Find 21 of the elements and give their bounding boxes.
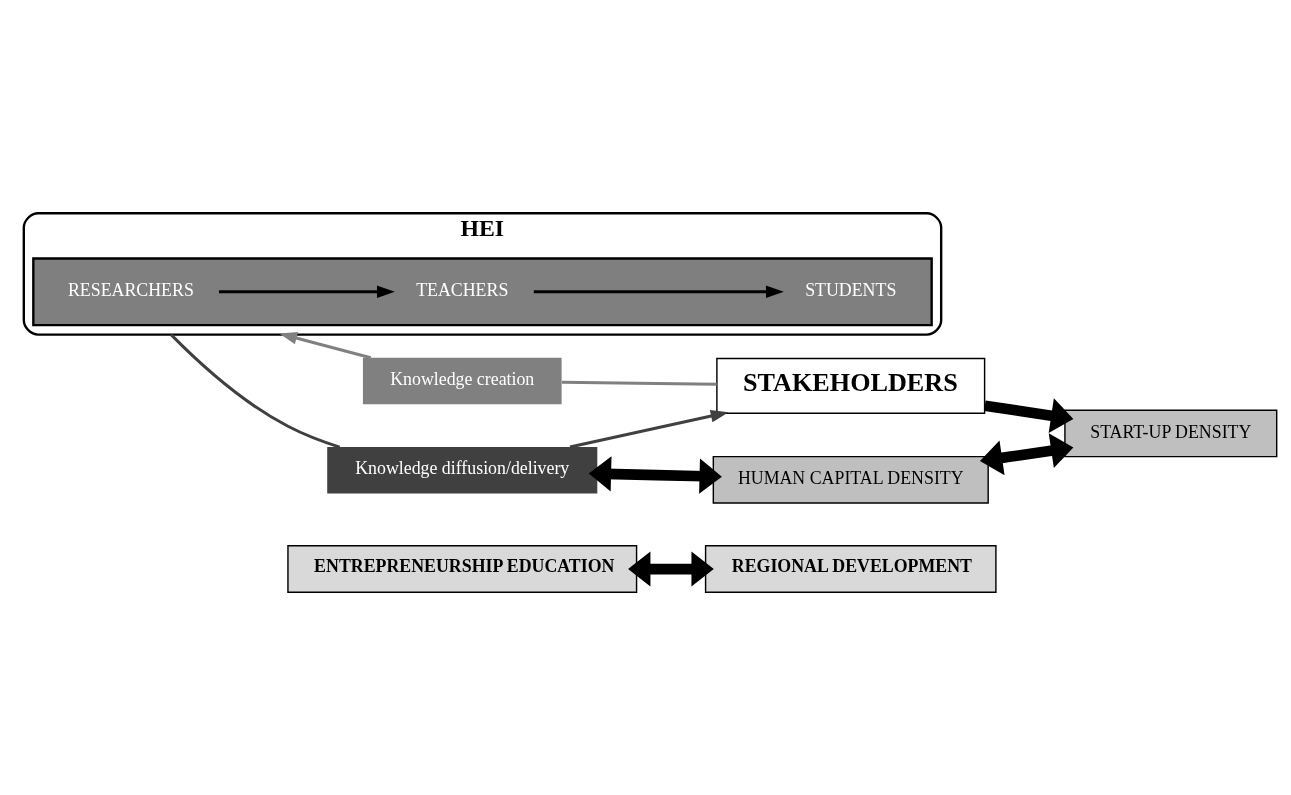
node-box: ENTREPRENEURSHIP EDUCATION (287, 544, 638, 593)
arrow (984, 397, 1074, 433)
arrow (218, 285, 395, 298)
connector (561, 380, 717, 386)
arrow (628, 550, 714, 587)
node-box: START-UP DENSITY (1064, 409, 1278, 457)
node-box: STAKEHOLDERS (716, 357, 986, 414)
node-box: REGIONAL DEVELOPMENT (704, 544, 997, 593)
arrow (979, 432, 1074, 475)
arrow (533, 285, 784, 298)
arrow (279, 331, 372, 359)
node-text: STUDENTS (805, 279, 897, 300)
node-box: HUMAN CAPITAL DENSITY (712, 455, 989, 504)
node-box: Knowledge creation (362, 357, 562, 404)
arrow (588, 455, 722, 494)
node-text: RESEARCHERS (67, 279, 194, 300)
node-box: Knowledge diffusion/delivery (327, 446, 598, 493)
cluster (32, 256, 933, 326)
node-text: TEACHERS (416, 279, 509, 300)
connector (170, 333, 341, 448)
arrow (569, 409, 729, 448)
